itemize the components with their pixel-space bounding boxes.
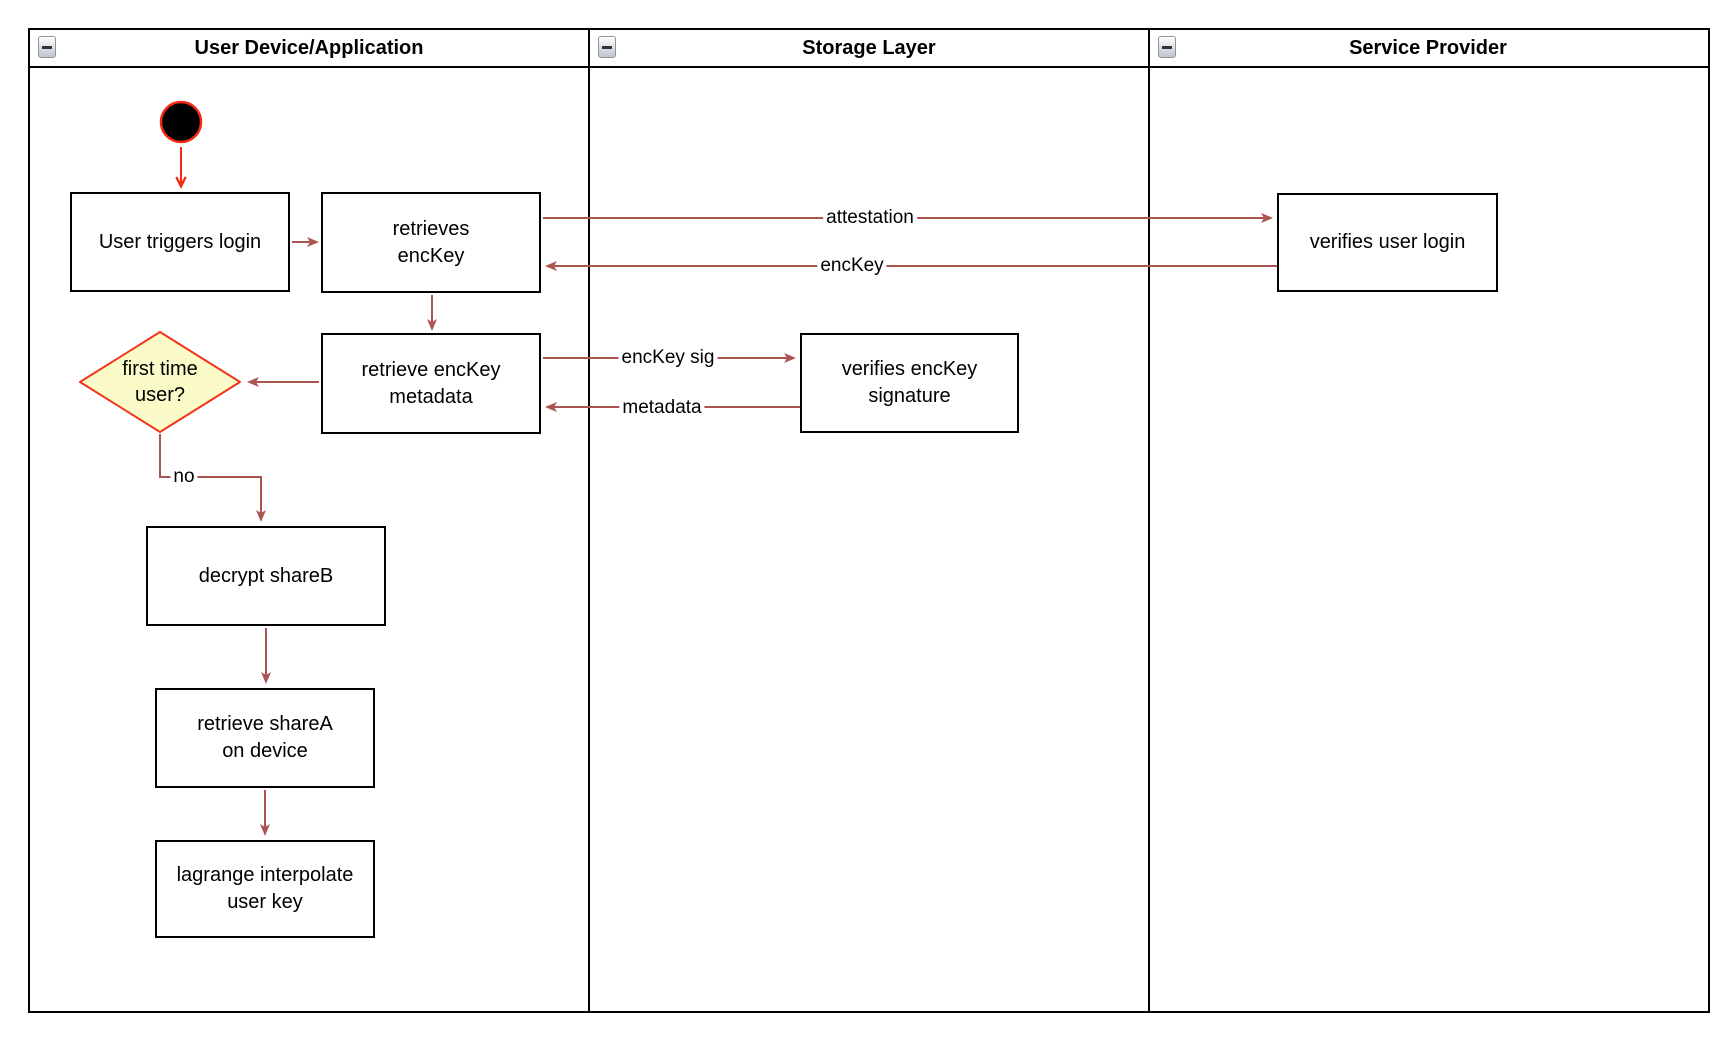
node-label: lagrange interpolate user key bbox=[176, 864, 354, 913]
lane-header-user-device[interactable]: User Device/Application bbox=[30, 30, 588, 66]
lane-title-storage-layer: Storage Layer bbox=[802, 36, 936, 59]
lane-header-service-provider[interactable]: Service Provider bbox=[1150, 30, 1706, 66]
lane-header-divider bbox=[28, 66, 1710, 68]
node-retrieves-enckey[interactable]: retrieves encKey bbox=[321, 192, 541, 293]
lane-title-user-device: User Device/Application bbox=[194, 36, 424, 59]
edge-label-metadata: metadata bbox=[619, 397, 705, 419]
collapse-lane-icon[interactable] bbox=[598, 36, 616, 58]
edge-decision-no-to-decrypt[interactable] bbox=[159, 434, 266, 522]
lane-divider-1 bbox=[588, 28, 590, 1013]
node-label: decrypt shareB bbox=[198, 564, 334, 587]
node-verifies-user-login[interactable]: verifies user login bbox=[1277, 193, 1498, 292]
node-label: retrieve encKey metadata bbox=[361, 358, 501, 408]
collapse-lane-icon[interactable] bbox=[38, 36, 56, 58]
initial-node[interactable] bbox=[159, 100, 203, 144]
node-user-triggers-login[interactable]: User triggers login bbox=[70, 192, 290, 292]
node-label: verifies encKey signature bbox=[841, 358, 978, 407]
node-retrieve-enckey-metadata[interactable]: retrieve encKey metadata bbox=[321, 333, 541, 434]
decision-first-time-user[interactable] bbox=[79, 331, 241, 433]
decision-label-first-time-user: first time user? bbox=[122, 358, 198, 406]
lane-title-service-provider: Service Provider bbox=[1349, 36, 1507, 59]
minus-icon bbox=[602, 45, 612, 49]
node-retrieve-sharea-on-device[interactable]: retrieve shareA on device bbox=[155, 688, 375, 788]
node-label: retrieve shareA on device bbox=[197, 713, 333, 762]
node-label: verifies user login bbox=[1309, 231, 1466, 253]
edge-label-no: no bbox=[170, 466, 198, 488]
node-label: User triggers login bbox=[98, 230, 262, 253]
edge-label-enckey: encKey bbox=[817, 255, 887, 277]
node-lagrange-interpolate-user-key[interactable]: lagrange interpolate user key bbox=[155, 840, 375, 938]
lane-header-storage-layer[interactable]: Storage Layer bbox=[590, 30, 1148, 66]
minus-icon bbox=[42, 45, 52, 49]
edge-label-enckey-sig: encKey sig bbox=[618, 347, 718, 369]
node-label: retrieves encKey bbox=[392, 217, 470, 267]
lane-divider-2 bbox=[1148, 28, 1150, 1013]
node-decrypt-shareb[interactable]: decrypt shareB bbox=[146, 526, 386, 626]
minus-icon bbox=[1162, 45, 1172, 49]
collapse-lane-icon[interactable] bbox=[1158, 36, 1176, 58]
node-verifies-enckey-signature[interactable]: verifies encKey signature bbox=[800, 333, 1019, 433]
edge-label-attestation: attestation bbox=[823, 207, 917, 229]
